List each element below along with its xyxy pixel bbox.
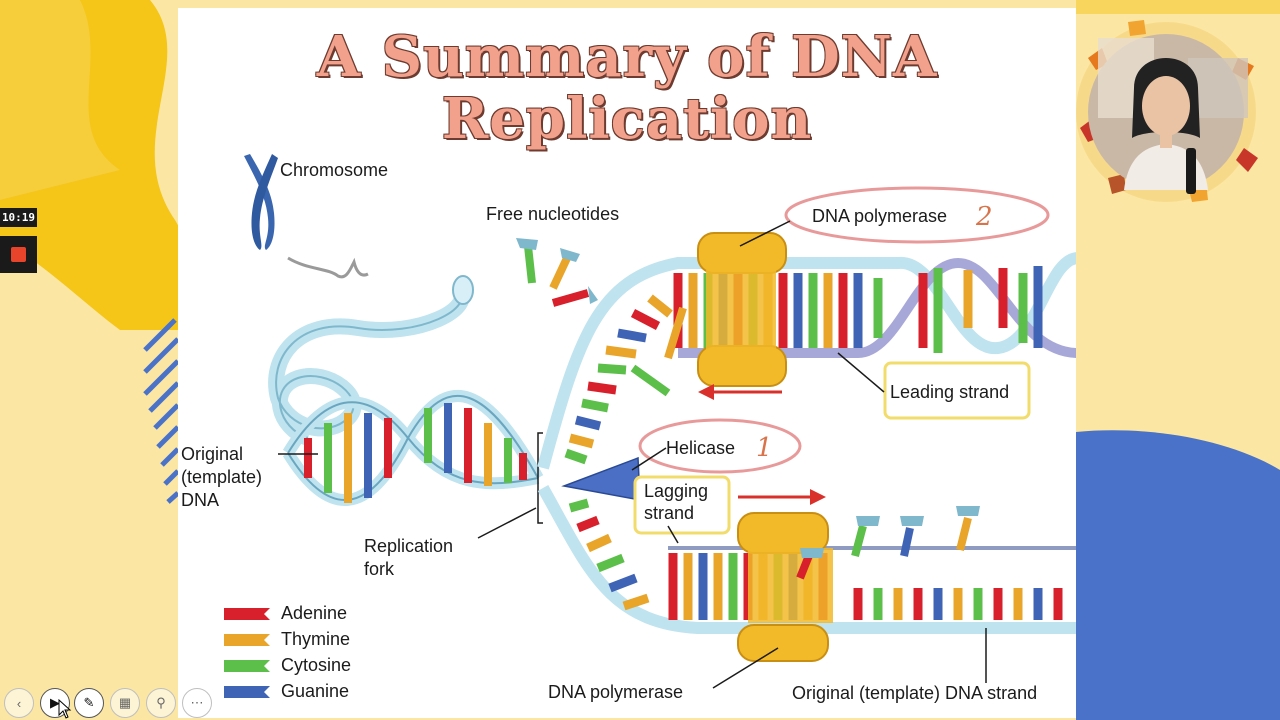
play-icon: ▶: [50, 695, 60, 710]
dna-polymerase-top-enzyme: [697, 232, 787, 387]
label-replication-fork-line2: fork: [364, 559, 395, 579]
dna-replication-diagram: Chromosome Free nucleotides DNA polymera…: [181, 154, 1076, 703]
legend-item-cytosine: Cytosine: [224, 655, 351, 675]
label-dna-polymerase-top: DNA polymerase: [812, 206, 947, 226]
coiled-dna: [268, 275, 474, 446]
svg-text:Cytosine: Cytosine: [281, 655, 351, 675]
lagging-strand-highlight: [633, 475, 731, 535]
annotation-number-2: 2: [975, 202, 993, 232]
dna-polymerase-bottom-enzyme: [737, 512, 833, 662]
presenter-webcam: [1076, 20, 1258, 202]
presenter-person: [1124, 58, 1208, 194]
label-free-nucleotides: Free nucleotides: [486, 204, 619, 224]
nucleotide-legend: Adenine Thymine Cytosine Guanine: [224, 603, 351, 701]
stop-recording-button[interactable]: [0, 236, 37, 273]
previous-slide-button[interactable]: ‹: [4, 688, 34, 718]
lagging-direction-arrow: [738, 489, 826, 505]
svg-text:Adenine: Adenine: [281, 603, 347, 623]
legend-item-guanine: Guanine: [224, 681, 349, 701]
zoom-icon: ⚲: [156, 695, 166, 710]
label-original-template-strand: Original (template) DNA strand: [792, 683, 1037, 703]
annotation-number-1: 1: [756, 433, 773, 463]
slide-canvas: A Summary of DNA Replication: [178, 8, 1076, 718]
title-line-2: Replication: [441, 86, 813, 152]
label-original-line3: DNA: [181, 490, 219, 510]
label-original-line1: Original: [181, 444, 243, 464]
grid-icon: ▦: [118, 695, 132, 710]
stop-icon: [11, 247, 26, 262]
back-icon: ‹: [16, 695, 22, 711]
label-replication-fork-line1: Replication: [364, 536, 453, 556]
helicase-enzyme: [561, 456, 641, 501]
recording-timer: 10:19: [0, 208, 37, 227]
pen-tool-button[interactable]: ✎: [74, 688, 104, 718]
zoom-button[interactable]: ⚲: [146, 688, 176, 718]
label-leading-strand: Leading strand: [890, 382, 1009, 402]
slide-title: A Summary of DNA Replication: [178, 26, 1076, 150]
label-lagging-strand-line2: strand: [644, 503, 694, 523]
label-chromosome: Chromosome: [280, 160, 388, 180]
pen-icon: ✎: [83, 695, 95, 710]
slide-grid-button[interactable]: ▦: [110, 688, 140, 718]
more-icon: ⋯: [190, 695, 204, 710]
leading-direction-arrow: [698, 384, 782, 400]
svg-text:Thymine: Thymine: [281, 629, 350, 649]
helicase-highlight: [638, 418, 802, 474]
chromosome-icon: [244, 154, 369, 279]
mouse-cursor-icon: [58, 699, 72, 719]
label-helicase: Helicase: [666, 438, 735, 458]
free-nucleotides: [516, 238, 980, 580]
leading-strand-highlight: [883, 361, 1031, 420]
label-original-line2: (template): [181, 467, 262, 487]
legend-item-thymine: Thymine: [224, 629, 350, 649]
more-options-button[interactable]: ⋯: [182, 688, 212, 718]
dna-polymerase-highlight: [784, 186, 1050, 244]
label-dna-polymerase-bottom: DNA polymerase: [548, 682, 683, 702]
legend-item-adenine: Adenine: [224, 603, 347, 623]
svg-text:Guanine: Guanine: [281, 681, 349, 701]
presentation-toolbar: ‹ ▶ ✎ ▦ ⚲ ⋯: [0, 688, 220, 718]
parent-double-helix: [282, 390, 544, 506]
title-line-1: A Summary of DNA: [316, 24, 938, 90]
label-lagging-strand-line1: Lagging: [644, 481, 708, 501]
